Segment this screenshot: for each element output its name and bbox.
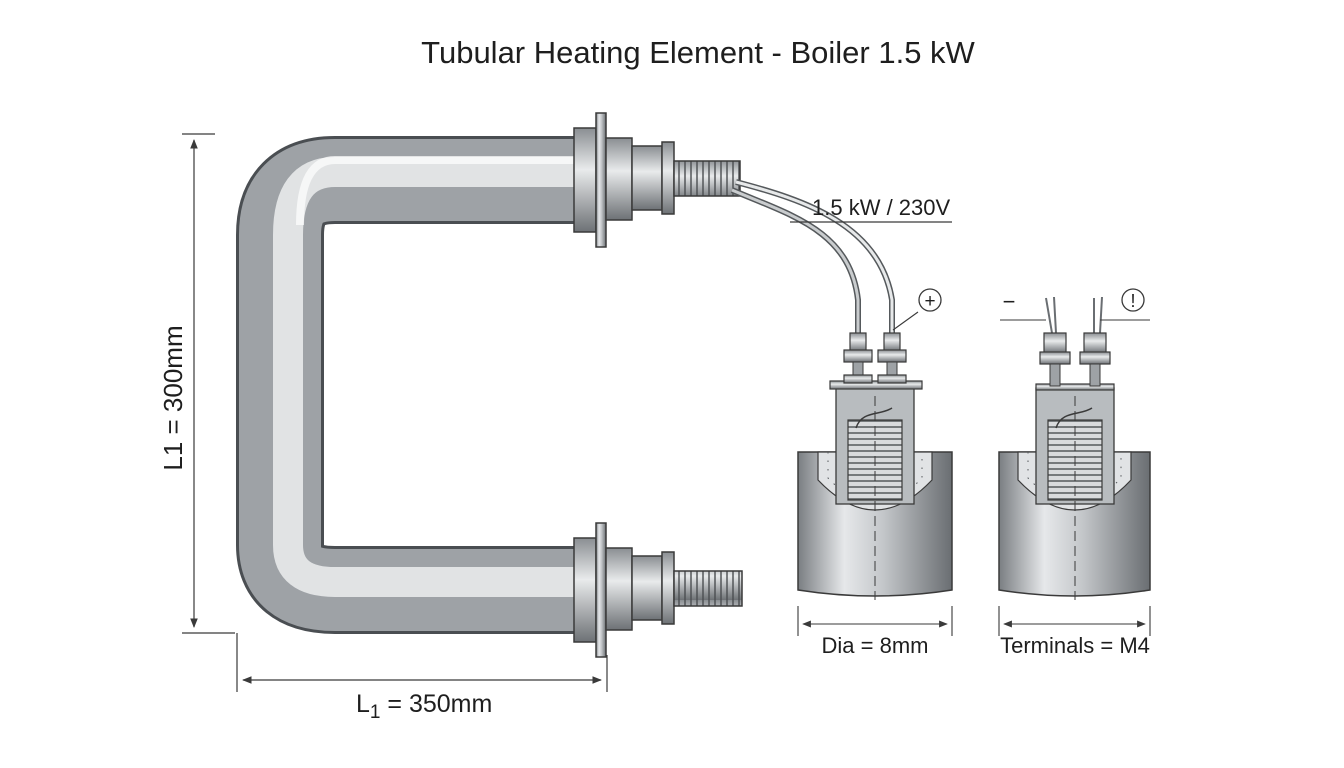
plus-symbol-text: + xyxy=(924,291,935,312)
length-label-value: = 350mm xyxy=(380,690,492,718)
height-label: L1 = 300mm xyxy=(158,325,188,470)
diagram-title: Tubular Heating Element - Boiler 1.5 kW xyxy=(421,35,975,70)
lead-wires xyxy=(730,179,895,340)
exclamation-symbol-text: ! xyxy=(1130,291,1135,311)
height-label-prefix: L1 xyxy=(158,442,188,471)
diameter-label: Dia = 8mm xyxy=(822,633,929,658)
rating-label: 1.5 kW / 230V xyxy=(812,195,951,220)
cross-section-left: + Dia = 8mm xyxy=(797,288,953,658)
length-dimension: L1 = 350mm xyxy=(236,633,608,723)
lower-fitting xyxy=(573,522,743,658)
u-tube xyxy=(236,136,575,634)
length-label: L1 = 350mm xyxy=(356,690,492,723)
exclamation-symbol-icon xyxy=(1121,288,1145,312)
cross-section-right: − ! Terminals = M4 xyxy=(998,288,1151,658)
terminal-right-a xyxy=(1039,296,1071,387)
height-dimension: L1 = 300mm xyxy=(158,133,235,634)
terminal-left-b xyxy=(877,332,907,384)
plus-symbol-icon xyxy=(918,288,942,312)
terminal-left-a xyxy=(843,332,873,384)
terminals-label: Terminals = M4 xyxy=(1000,633,1150,658)
upper-fitting xyxy=(573,112,741,248)
terminal-right-b xyxy=(1079,296,1111,387)
length-label-sub: 1 xyxy=(370,702,381,723)
height-label-value: = 300mm xyxy=(158,325,188,441)
length-label-main: L xyxy=(356,690,370,718)
minus-symbol-text: − xyxy=(1003,289,1016,314)
